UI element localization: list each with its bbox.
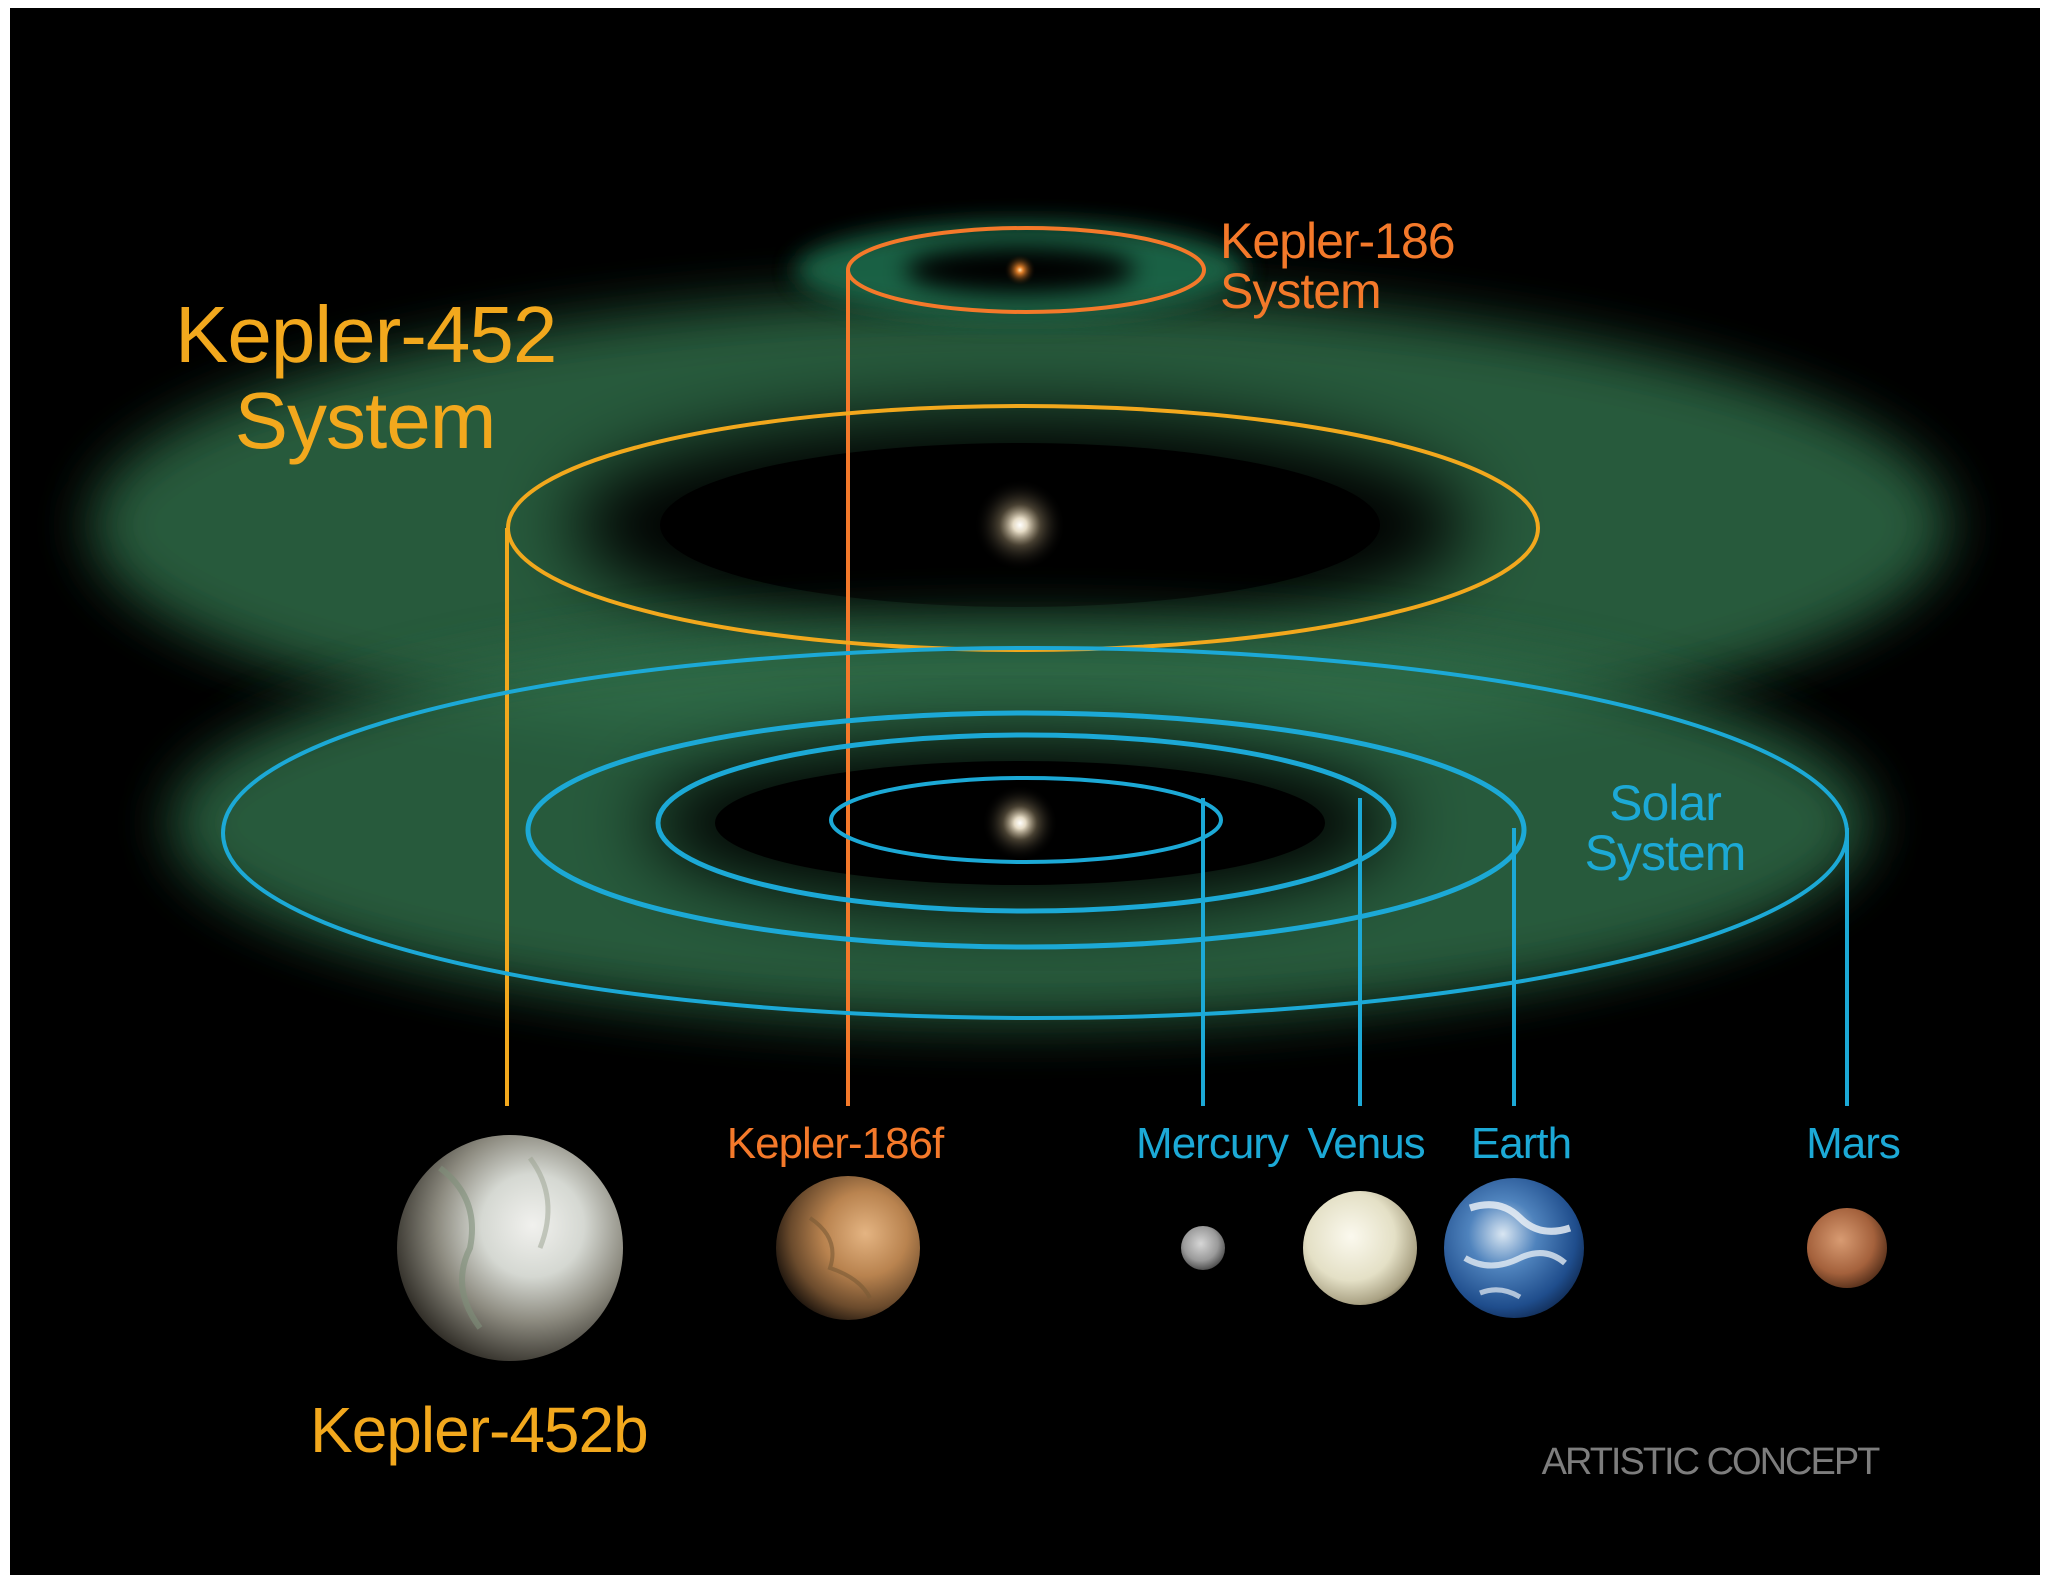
solar-system-word: System (1584, 825, 1747, 881)
earth-planet (1444, 1178, 1584, 1318)
kepler-186f-planet (776, 1176, 920, 1320)
mars-orbit (221, 646, 1849, 1020)
kepler-452-system-label: Kepler-452 System (175, 290, 557, 465)
kepler-452b-planet (397, 1135, 623, 1361)
mars-planet (1807, 1208, 1887, 1288)
kepler-452-system-word: System (234, 376, 497, 465)
venus-label: Venus (1307, 1119, 1425, 1168)
mercury-orbit (829, 776, 1223, 864)
kepler-452-system-name: Kepler-452 (175, 290, 557, 379)
artistic-concept-credit: ARTISTIC CONCEPT (1541, 1441, 1881, 1483)
kepler-186f-label: Kepler-186f (726, 1119, 944, 1168)
kepler-186-system-label: Kepler-186 System (1220, 213, 1456, 319)
kepler-186-star (1004, 254, 1036, 286)
kepler-186-system-name: Kepler-186 (1220, 213, 1456, 269)
solar-system-label: Solar System (1560, 778, 1770, 878)
mercury-planet (1181, 1226, 1225, 1270)
venus-orbit (655, 732, 1397, 914)
diagram-frame: Kepler-452 System Kepler-186 System Sola… (10, 8, 2040, 1575)
sun (982, 785, 1058, 861)
kepler-186f-orbit (846, 226, 1206, 314)
kepler-452b-label: Kepler-452b (310, 1394, 649, 1466)
habitable-zone-diagram (90, 222, 1950, 1361)
venus-planet (1303, 1191, 1417, 1305)
earth-label: Earth (1470, 1119, 1572, 1168)
kepler-452-star (974, 479, 1066, 571)
solar-system-name: Solar (1609, 775, 1722, 831)
mercury-label: Mercury (1136, 1119, 1289, 1168)
earth-orbit (525, 710, 1527, 950)
mars-label: Mars (1806, 1119, 1901, 1168)
kepler-186-system-word: System (1220, 263, 1382, 319)
